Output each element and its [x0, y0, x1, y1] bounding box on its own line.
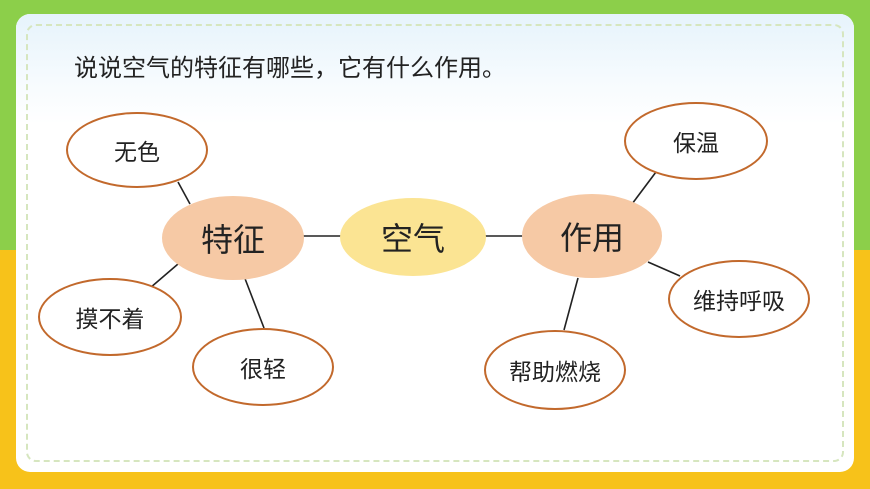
use-combustion-label: 帮助燃烧: [509, 360, 601, 386]
air-center-label: 空气: [380, 220, 445, 258]
features-hub: 特征: [162, 196, 304, 280]
card-dashed-border: [26, 24, 844, 462]
feature-light-label: 很轻: [240, 357, 286, 383]
feature-intangible-label: 摸不着: [75, 307, 145, 333]
use-combustion: 帮助燃烧: [484, 330, 626, 410]
features-hub-label: 特征: [200, 221, 265, 259]
feature-light: 很轻: [192, 328, 334, 406]
use-breathing: 维持呼吸: [668, 260, 810, 338]
line-use-to-weichi: [647, 261, 681, 277]
line-feature-to-mobuzhao: [149, 263, 179, 289]
uses-hub-label: 作用: [559, 219, 624, 257]
line-feature-to-wuse: [177, 181, 191, 205]
air-center-node: 空气: [340, 198, 486, 276]
line-use-to-bangzhu: [563, 277, 579, 331]
feature-colorless: 无色: [66, 112, 208, 188]
use-breathing-label: 维持呼吸: [693, 289, 785, 315]
use-insulation: 保温: [624, 102, 768, 180]
line-use-to-baowen: [631, 171, 657, 205]
use-insulation-label: 保温: [673, 131, 719, 157]
question-text: 说说空气的特征有哪些，它有什么作用。: [74, 54, 506, 82]
uses-hub: 作用: [522, 194, 662, 278]
feature-intangible: 摸不着: [38, 278, 182, 356]
line-feature-to-henqing: [243, 275, 265, 329]
feature-colorless-label: 无色: [114, 140, 160, 166]
